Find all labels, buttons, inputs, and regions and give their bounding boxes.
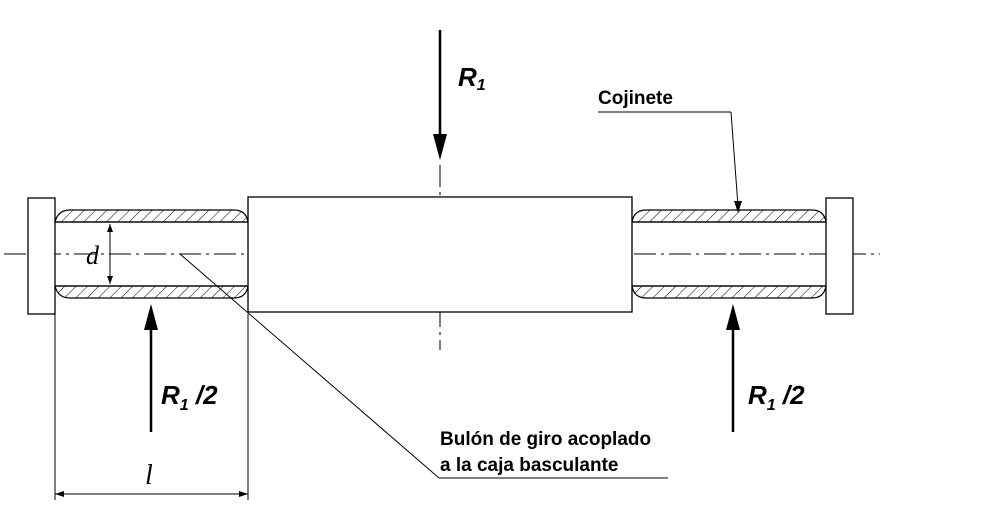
length-arrow-right — [239, 491, 248, 497]
central-pin-body — [247, 196, 633, 313]
left-reaction-arrow-head — [144, 304, 158, 330]
diameter-arrow-bottom — [107, 276, 113, 284]
pin-leader-line — [179, 253, 440, 479]
pin-label-line2: a la caja basculante — [440, 455, 619, 476]
load-label-subscript: 1 — [477, 77, 486, 94]
diameter-arrow-top — [107, 224, 113, 232]
right-reaction-subscript: 1 — [767, 397, 776, 414]
length-arrow-left — [55, 491, 64, 497]
bearing-leader-arrow — [734, 201, 742, 213]
left-reaction-subscript: 1 — [180, 397, 189, 414]
diameter-label: d — [86, 241, 100, 270]
left-reaction-label: R1 /2 — [161, 380, 218, 414]
bearing-label: Cojinete — [598, 88, 673, 109]
length-label: l — [145, 460, 153, 491]
left-bearing-top — [54, 209, 249, 223]
load-arrow-head — [433, 134, 447, 160]
left-reaction-suffix: /2 — [189, 380, 218, 410]
right-bearing-top — [631, 209, 827, 223]
load-label: R1 — [458, 62, 486, 94]
right-end-flange — [825, 197, 854, 315]
left-end-flange — [27, 197, 56, 315]
right-reaction-arrow-head — [726, 304, 740, 330]
bearing-leader-line — [730, 111, 739, 207]
right-reaction-suffix: /2 — [776, 380, 805, 410]
right-reaction-label: R1 /2 — [748, 380, 805, 414]
right-bearing-bottom — [631, 285, 827, 299]
pin-label-line1: Bulón de giro acoplado — [440, 429, 651, 450]
left-bearing-bottom — [54, 285, 249, 299]
